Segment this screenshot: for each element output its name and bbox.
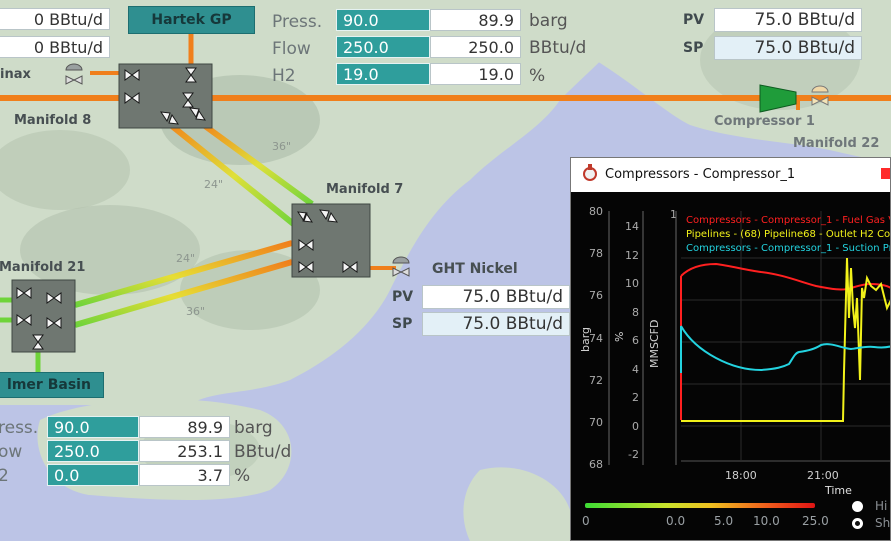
bottom-h2-setpoint[interactable]: 0.0 <box>47 464 139 486</box>
radio-sh-label: Sh <box>875 516 891 530</box>
pipe-length-label: 36" <box>186 305 206 318</box>
palmer-basin-label[interactable]: lmer Basin <box>0 372 104 398</box>
barg-tick: 78 <box>589 247 603 261</box>
bottom-press-value: 89.9 <box>139 416 230 438</box>
bottom-flow-value: 253.1 <box>139 440 230 462</box>
legend-entry: Compressors - Compressor_1 - Suction Pr <box>686 243 891 254</box>
top-press-value: 89.9 <box>430 9 521 31</box>
bottom-h2-label: 2 <box>0 466 9 486</box>
top-left-field-1: 0 BBtu/d <box>0 8 110 30</box>
bottom-press-unit: barg <box>234 418 273 438</box>
ght-sp-label: SP <box>392 316 413 332</box>
ght-nickel-label: GHT Nickel <box>432 261 518 277</box>
x-axis-title: Time <box>825 484 852 497</box>
bottom-flow-unit: BBtu/d <box>234 442 292 462</box>
percent-tick: -2 <box>628 448 639 461</box>
series-suction-pressure <box>680 325 890 372</box>
bottom-flow-setpoint[interactable]: 250.0 <box>47 440 139 462</box>
bottom-press-setpoint[interactable]: 90.0 <box>47 416 139 438</box>
bottom-h2-value: 3.7 <box>139 464 230 486</box>
radio-sh[interactable] <box>852 518 863 529</box>
top-flow-unit: BBtu/d <box>529 38 587 58</box>
colorbar-label: 0 <box>582 514 590 528</box>
mmscfd-tick: 1 <box>670 208 677 221</box>
top-right-pv-value: 75.0 BBtu/d <box>714 8 862 32</box>
valve-icon-manifold22 <box>811 85 829 106</box>
percent-tick: 10 <box>625 277 639 290</box>
pipe-length-label: 36" <box>272 140 292 153</box>
hartek-gp-label[interactable]: Hartek GP <box>128 6 255 34</box>
colorbar-label: 5.0 <box>714 514 734 528</box>
control-valve-icon-ght <box>392 256 410 277</box>
top-h2-label: H2 <box>272 66 296 86</box>
radio-hi-label: Hi <box>875 499 888 513</box>
manifold-7-label: Manifold 7 <box>326 182 404 197</box>
pipe-length-label: 24" <box>204 178 224 191</box>
control-valve-icon <box>65 63 83 85</box>
colorbar-label: 10.0 <box>753 514 780 528</box>
legend-entry: Compressors - Compressor_1 - Fuel Gas V <box>686 215 891 226</box>
top-left-node-label: inax <box>0 67 31 82</box>
top-right-sp-value[interactable]: 75.0 BBtu/d <box>714 36 862 60</box>
bottom-flow-label: ow <box>0 442 23 462</box>
top-flow-setpoint[interactable]: 250.0 <box>336 36 430 58</box>
barg-tick: 80 <box>589 205 603 218</box>
compressor-1-label: Compressor 1 <box>714 114 815 129</box>
ght-sp-value[interactable]: 75.0 BBtu/d <box>422 312 570 336</box>
barg-tick: 72 <box>589 373 603 387</box>
percent-tick: 14 <box>625 220 639 233</box>
bottom-press-label: ress. <box>0 418 39 438</box>
time-tick: 18:00 <box>725 469 757 482</box>
manifold-22-label: Manifold 22 <box>793 136 880 151</box>
top-h2-setpoint[interactable]: 19.0 <box>336 63 430 85</box>
percent-tick: 4 <box>632 362 639 376</box>
top-h2-unit: % <box>529 66 546 86</box>
percent-tick: 6 <box>632 334 639 347</box>
colorbar <box>585 503 815 508</box>
app-icon <box>583 164 597 181</box>
barg-tick: 70 <box>589 415 603 429</box>
ght-pv-label: PV <box>392 289 414 305</box>
time-tick: 21:00 <box>807 469 839 482</box>
percent-tick: 8 <box>632 305 639 319</box>
colorbar-label: 0.0 <box>666 514 686 528</box>
ght-pv-value: 75.0 BBtu/d <box>422 285 570 309</box>
top-right-sp-label: SP <box>683 40 704 56</box>
top-flow-label: Flow <box>272 39 311 59</box>
series-fuel-gas <box>680 262 890 291</box>
trend-title-bar[interactable]: Compressors - Compressor_1 <box>571 158 890 192</box>
percent-tick: 2 <box>632 391 639 404</box>
barg-tick: 68 <box>589 458 603 471</box>
bottom-h2-unit: % <box>234 466 251 486</box>
radio-hi[interactable] <box>852 501 863 512</box>
legend-entry: Pipelines - (68) Pipeline68 - Outlet H2 … <box>686 229 891 240</box>
land-region-se <box>463 467 570 541</box>
percent-tick: 12 <box>625 248 639 262</box>
barg-tick: 76 <box>589 289 603 303</box>
trend-title: Compressors - Compressor_1 <box>605 167 796 182</box>
pipe-length-label: 24" <box>176 252 196 265</box>
top-flow-value: 250.0 <box>430 36 521 58</box>
colorbar-label: 25.0 <box>802 514 829 528</box>
top-press-label: Press. <box>272 12 323 32</box>
manifold-21-label: Manifold 21 <box>0 260 86 275</box>
top-right-pv-label: PV <box>683 12 705 28</box>
top-left-field-2: 0 BBtu/d <box>0 36 110 58</box>
close-button-icon[interactable] <box>881 168 890 179</box>
series-outlet-h2 <box>681 257 890 422</box>
compressor-1-shape <box>759 84 797 113</box>
manifold-8-label: Manifold 8 <box>14 113 92 128</box>
top-h2-value: 19.0 <box>430 63 521 85</box>
top-press-setpoint[interactable]: 90.0 <box>336 9 430 31</box>
top-press-unit: barg <box>529 11 568 31</box>
percent-tick: 0 <box>632 419 639 433</box>
barg-tick: 74 <box>589 331 603 345</box>
trend-plot[interactable] <box>571 158 891 541</box>
